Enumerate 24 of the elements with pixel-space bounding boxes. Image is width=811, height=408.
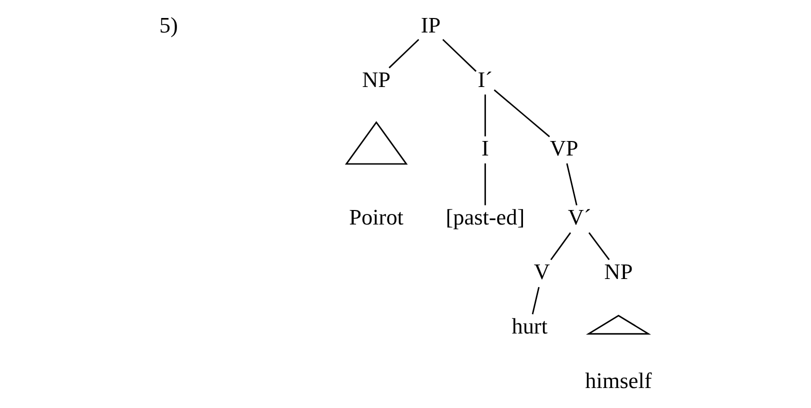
node-triangle bbox=[586, 314, 652, 334]
connector bbox=[388, 38, 420, 68]
connector bbox=[484, 162, 486, 205]
connector bbox=[550, 232, 572, 260]
node-text: V bbox=[534, 258, 550, 284]
node-text: himself bbox=[585, 367, 652, 392]
node-text: I´ bbox=[478, 66, 493, 92]
node-text: VP bbox=[550, 135, 578, 160]
label: 5) bbox=[159, 12, 178, 37]
connector bbox=[484, 94, 486, 136]
node-text: NP bbox=[604, 258, 633, 284]
connector bbox=[532, 286, 540, 314]
connector bbox=[588, 232, 610, 260]
node-triangle bbox=[344, 120, 408, 164]
node-text: [past-ed] bbox=[446, 204, 525, 229]
node-text: NP bbox=[362, 66, 391, 92]
node-text: Poirot bbox=[349, 204, 404, 229]
connector bbox=[566, 162, 578, 205]
connector bbox=[494, 88, 550, 137]
node-text: V´ bbox=[568, 204, 592, 229]
node-text: IP bbox=[420, 12, 441, 37]
connector bbox=[442, 38, 477, 72]
node-text: hurt bbox=[512, 312, 548, 338]
node-text: I bbox=[481, 135, 489, 160]
